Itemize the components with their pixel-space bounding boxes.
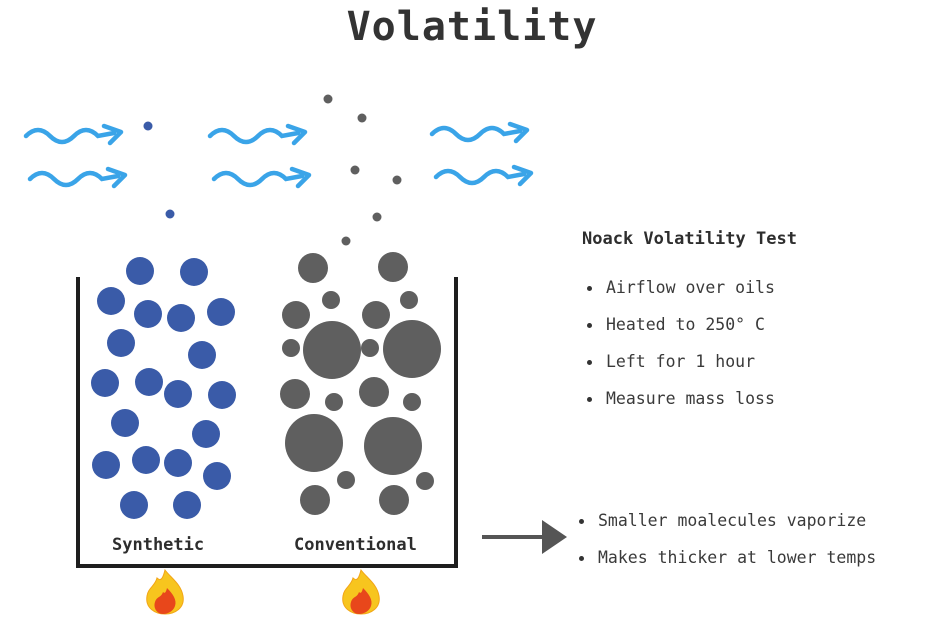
conventional-label: Conventional <box>294 535 417 555</box>
test-heading: Noack Volatility Test <box>582 229 797 249</box>
wavy-arrow-icon <box>432 124 527 141</box>
escaping-conventional-molecules <box>323 94 402 246</box>
test-steps: Airflow over oils Heated to 250° C Left … <box>584 276 775 424</box>
flame-icon <box>146 569 184 615</box>
wavy-arrow-icon <box>30 169 125 186</box>
wavy-arrow-icon <box>210 126 305 143</box>
list-item: Heated to 250° C <box>584 313 775 350</box>
list-item: Smaller moalecules vaporize <box>576 509 876 546</box>
list-item: Airflow over oils <box>584 276 775 313</box>
wavy-arrow-icon <box>436 167 531 184</box>
synthetic-label: Synthetic <box>112 535 205 555</box>
wavy-arrow-icon <box>26 126 121 143</box>
list-item: Measure mass loss <box>584 387 775 424</box>
list-item: Left for 1 hour <box>584 350 775 387</box>
flame-icon <box>342 569 380 615</box>
list-item: Makes thicker at lower temps <box>576 546 876 583</box>
container <box>76 277 458 568</box>
right-arrow-icon <box>482 520 567 554</box>
escaping-synthetic-molecules <box>143 121 175 219</box>
diagram-title: Volatility <box>346 4 598 50</box>
synthetic-molecules <box>91 257 236 519</box>
result-list: Smaller moalecules vaporize Makes thicke… <box>576 509 876 583</box>
airflow-arrows <box>26 124 531 186</box>
wavy-arrow-icon <box>214 169 309 186</box>
conventional-molecules <box>280 252 441 515</box>
